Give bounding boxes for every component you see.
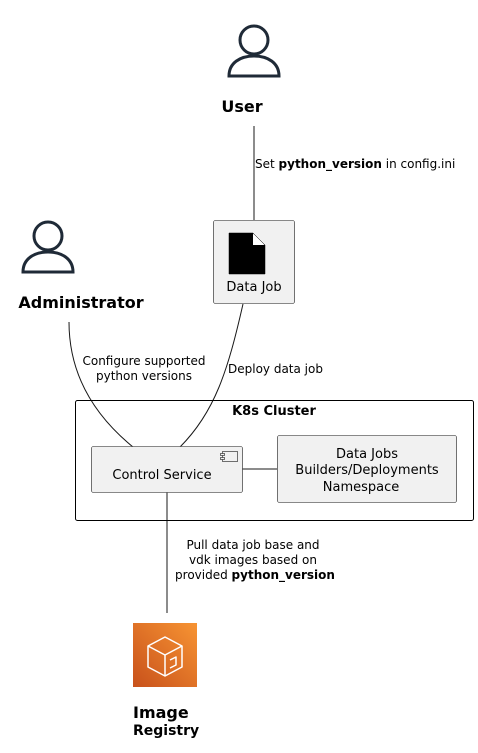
namespace-label-line1: Data Jobs: [336, 447, 398, 462]
user-icon: [227, 24, 281, 78]
edge-label-pull-line1: Pull data job base and: [186, 538, 319, 552]
control-service-node: Control Service: [91, 446, 243, 493]
edge-data-job-to-control-service: [179, 303, 244, 448]
registry-title: Image: [133, 703, 189, 722]
edge-label-set-python-version: Set python_version in config.ini: [255, 157, 455, 172]
user-actor: User: [221, 24, 281, 116]
container-registry-icon: [133, 623, 197, 687]
k8s-cluster: K8s Cluster: [75, 400, 474, 521]
user-name: User: [221, 97, 262, 116]
administrator-icon: [21, 220, 75, 274]
cluster-label: K8s Cluster: [232, 404, 316, 419]
edge-admin-to-control-service: [68, 321, 134, 448]
administrator-actor: Administrator: [18, 220, 144, 312]
namespace-label-line2: Builders/Deployments: [295, 463, 439, 478]
data-job-node: Data Job: [213, 220, 295, 304]
image-registry-node: Image Registry: [133, 623, 199, 739]
namespace-node: Data Jobs Builders/Deployments Namespace: [277, 435, 457, 503]
namespace-label-line3: Namespace: [323, 480, 400, 495]
edge-label-pull-line3: provided python_version: [175, 568, 335, 583]
control-service-label: Control Service: [112, 468, 211, 483]
registry-subtitle: Registry: [133, 723, 199, 739]
administrator-name: Administrator: [18, 293, 143, 312]
edge-label-deploy-data-job: Deploy data job: [228, 362, 323, 376]
edge-label-pull-line2: vdk images based on: [189, 553, 317, 567]
edge-label-configure-line2: python versions: [96, 369, 192, 383]
component-icon: [220, 451, 238, 462]
data-job-label: Data Job: [226, 280, 281, 295]
edge-label-configure-line1: Configure supported: [82, 354, 205, 368]
